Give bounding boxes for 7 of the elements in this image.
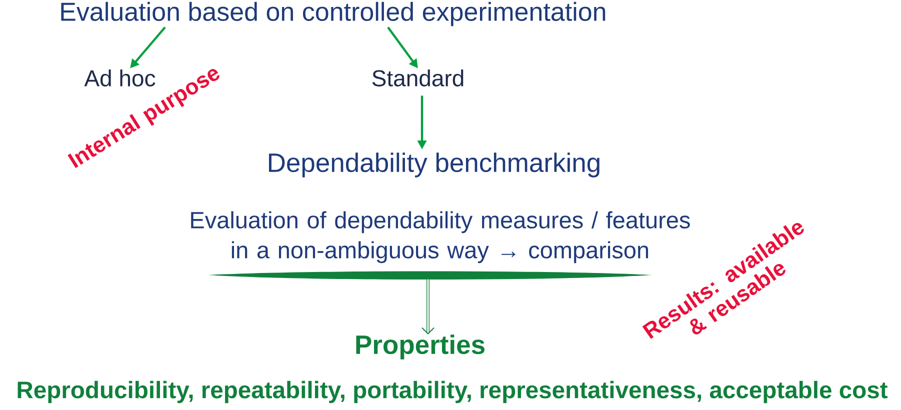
list-text: Reproducibility, repeatability, portability, representativeness, acceptable cost bbox=[18, 380, 888, 404]
option-text: Standard bbox=[372, 70, 464, 86]
arrow bbox=[422, 279, 434, 334]
heading-text: Dependability benchmarking bbox=[269, 152, 600, 178]
heading-text: Properties bbox=[356, 334, 484, 360]
heading-text: Evaluation based on controlled experimentation bbox=[61, 2, 606, 26]
description-text: Evaluation of dependability measures / features in a non-ambiguous way → comparison bbox=[191, 211, 690, 264]
